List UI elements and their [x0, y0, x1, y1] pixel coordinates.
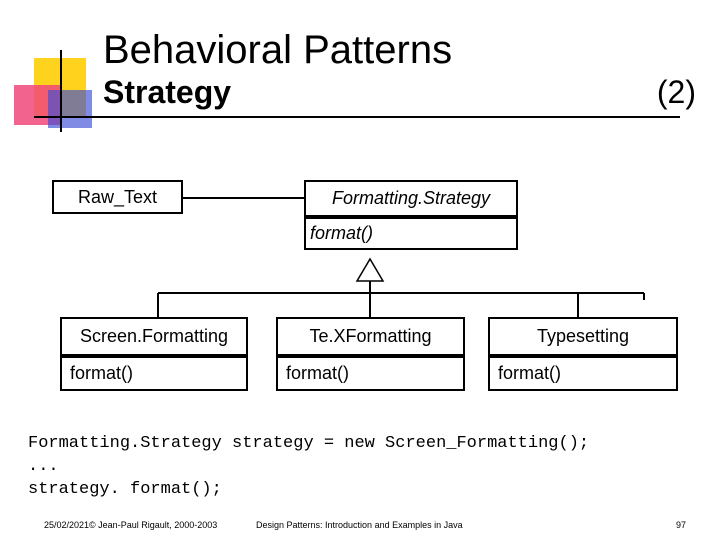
footer-course-title: Design Patterns: Introduction and Exampl…	[256, 520, 463, 530]
slide-title: Behavioral Patterns	[103, 28, 453, 72]
raw-text-class: Raw_Text	[52, 180, 183, 214]
logo-vertical-rule	[60, 50, 62, 132]
tex-formatting-class: Te.XFormatting	[276, 317, 465, 356]
screen-formatting-operation: format()	[60, 356, 248, 391]
logo-blue-square	[48, 90, 92, 128]
code-line-1: Formatting.Strategy strategy = new Scree…	[28, 434, 590, 453]
footer-page-number: 97	[676, 520, 687, 530]
tex-formatting-operation: format()	[276, 356, 465, 391]
code-sample: Formatting.Strategy strategy = new Scree…	[28, 432, 589, 501]
typesetting-operation: format()	[488, 356, 678, 391]
code-line-2: ...	[28, 457, 59, 476]
code-line-3: strategy. format();	[28, 480, 222, 499]
screen-formatting-class: Screen.Formatting	[60, 317, 248, 356]
typesetting-class: Typesetting	[488, 317, 678, 356]
inheritance-triangle	[355, 257, 385, 282]
footer-date-author: 25/02/2021© Jean-Paul Rigault, 2000-2003	[44, 520, 218, 530]
formatting-strategy-class: Formatting.Strategy	[304, 180, 518, 217]
slide-part-number: (2)	[656, 74, 696, 110]
title-underline	[34, 116, 680, 118]
slide-subtitle: Strategy	[103, 74, 232, 110]
formatting-strategy-operation: format()	[304, 217, 518, 250]
